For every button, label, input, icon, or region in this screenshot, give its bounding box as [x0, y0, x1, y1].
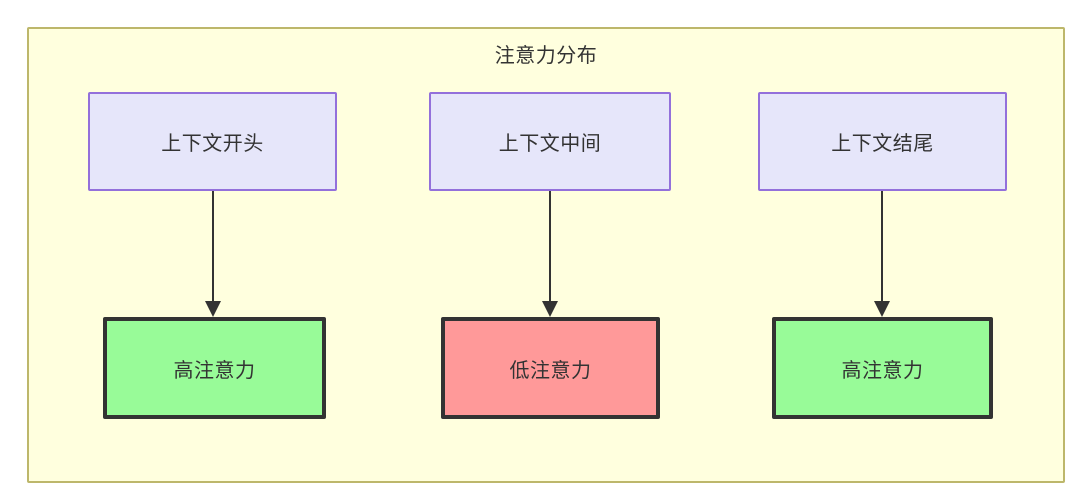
node-context-middle[interactable]: 上下文中间 [429, 92, 671, 191]
node-context-start[interactable]: 上下文开头 [88, 92, 337, 191]
node-attention-high-end-label: 高注意力 [841, 359, 924, 382]
node-context-end-label: 上下文结尾 [831, 133, 934, 155]
node-attention-low-middle-label: 低注意力 [509, 359, 592, 382]
node-attention-high-end[interactable]: 高注意力 [772, 317, 993, 419]
node-attention-high-start[interactable]: 高注意力 [103, 317, 326, 419]
node-attention-low-middle[interactable]: 低注意力 [441, 317, 660, 419]
node-context-end[interactable]: 上下文结尾 [758, 92, 1007, 191]
node-context-middle-label: 上下文中间 [498, 133, 602, 155]
subgraph-title: 注意力分布 [494, 45, 598, 67]
node-context-start-label: 上下文开头 [161, 133, 264, 155]
node-attention-high-start-label: 高注意力 [173, 359, 256, 382]
